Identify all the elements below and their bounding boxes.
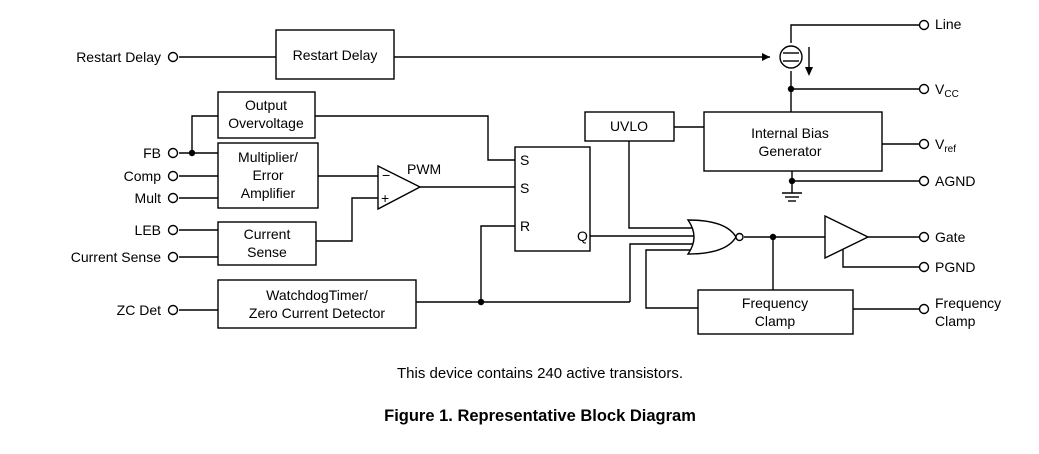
latch-q-label: Q (577, 228, 588, 244)
block-label: Restart Delay (293, 47, 378, 63)
pwm-comparator: − + PWM (377, 161, 441, 211)
pin-label-comp: Comp (124, 168, 162, 184)
block-frequency-clamp: Frequency Clamp (697, 289, 854, 335)
pin-comp (167, 170, 179, 182)
pin-label-zc-det: ZC Det (117, 302, 161, 318)
comparator-label: PWM (407, 161, 441, 177)
junction-dot (769, 233, 777, 241)
block-watchdog-timer: WatchdogTimer/ Zero Current Detector (217, 279, 417, 329)
pin-current-sense (167, 251, 179, 263)
pin-label-restart-delay: Restart Delay (76, 49, 161, 65)
comparator-minus-sign: − (382, 167, 390, 183)
pin-label-gate: Gate (935, 229, 966, 245)
block-multiplier-error-amplifier: Multiplier/ Error Amplifier (217, 142, 319, 209)
pin-label-vcc: VCC (935, 81, 959, 100)
pin-frequency-clamp (918, 303, 930, 315)
figure-caption: Figure 1. Representative Block Diagram (384, 407, 696, 425)
pin-label-frequency-clamp: Frequency (935, 295, 1001, 311)
pin-fb (167, 147, 179, 159)
latch-r-label: R (520, 218, 530, 234)
wires (179, 24, 919, 311)
block-label: Overvoltage (228, 115, 304, 131)
block-label: Zero Current Detector (249, 305, 385, 321)
pin-label-line: Line (935, 16, 962, 32)
block-label: Amplifier (241, 185, 296, 201)
latch-s2-label: S (520, 180, 529, 196)
block-label: Frequency (742, 295, 808, 311)
pin-label-current-sense: Current Sense (71, 249, 161, 265)
nor-gate-icon (686, 219, 744, 255)
pin-vcc (918, 83, 930, 95)
block-label: Current (244, 226, 291, 242)
block-label: UVLO (610, 118, 648, 134)
block-label: WatchdogTimer/ (266, 287, 368, 303)
block-label: Generator (758, 143, 821, 159)
pin-mult (167, 192, 179, 204)
block-label: Clamp (755, 313, 796, 329)
ground-symbol-icon (782, 192, 802, 202)
block-label: Error (252, 167, 283, 183)
block-restart-delay: Restart Delay (275, 29, 395, 80)
transistor-count-note: This device contains 240 active transist… (397, 365, 683, 382)
latch-s1-label: S (520, 152, 529, 168)
junction-dot (188, 149, 196, 157)
junction-dot (787, 85, 795, 93)
block-internal-bias-generator: Internal Bias Generator (703, 111, 883, 172)
pin-zc-det (167, 304, 179, 316)
block-uvlo: UVLO (584, 111, 675, 142)
block-current-sense: Current Sense (217, 221, 317, 266)
pin-pgnd (918, 261, 930, 273)
block-output-overvoltage: Output Overvoltage (217, 91, 316, 139)
pin-label-vref: Vref (935, 136, 956, 155)
pin-label-agnd: AGND (935, 173, 975, 189)
pin-line (918, 19, 930, 31)
pin-label-leb: LEB (135, 222, 161, 238)
block-label: Internal Bias (751, 125, 829, 141)
pin-label-frequency-clamp: Clamp (935, 313, 976, 329)
pin-gate (918, 231, 930, 243)
pin-label-fb: FB (143, 145, 161, 161)
sr-latch: S S R Q (514, 146, 591, 252)
comparator-plus-sign: + (381, 190, 389, 206)
block-label: Sense (247, 244, 287, 260)
junction-dot (477, 298, 485, 306)
pin-leb (167, 224, 179, 236)
gate-driver-buffer-icon (824, 214, 870, 260)
pin-vref (918, 138, 930, 150)
pin-label-pgnd: PGND (935, 259, 975, 275)
pin-label-mult: Mult (135, 190, 162, 206)
pin-agnd (918, 175, 930, 187)
current-source-icon (762, 45, 813, 76)
block-label: Output (245, 97, 287, 113)
block-label: Multiplier/ (238, 149, 298, 165)
junction-dot (788, 177, 796, 185)
pin-restart-delay (167, 51, 179, 63)
